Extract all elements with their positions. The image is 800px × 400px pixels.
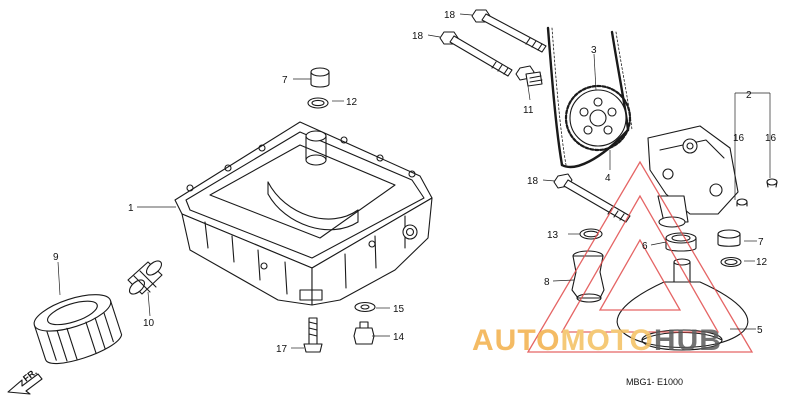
o-ring-12-top bbox=[307, 97, 329, 109]
watermark-hub: HUB bbox=[654, 324, 722, 357]
dowel-pin-16-a bbox=[736, 198, 748, 207]
callout-17: 17 bbox=[276, 344, 288, 355]
cap-7-top bbox=[310, 67, 330, 88]
collar-6 bbox=[665, 232, 697, 252]
callout-13: 13 bbox=[547, 230, 559, 241]
callout-8: 8 bbox=[544, 277, 550, 288]
oil-pipe-8 bbox=[571, 250, 605, 303]
oil-pump-chain bbox=[546, 26, 633, 169]
oil-pump-assembly bbox=[647, 125, 739, 228]
drain-bolt-14 bbox=[353, 321, 375, 345]
watermark: AUTOMOTOHUB bbox=[472, 160, 754, 357]
bolt-11 bbox=[515, 65, 543, 87]
callout-15: 15 bbox=[393, 304, 405, 315]
watermark-text: AUTOMOTOHUB bbox=[472, 324, 722, 357]
o-ring-13 bbox=[579, 228, 603, 240]
watermark-auto: AUTO bbox=[472, 324, 560, 357]
oil-filter bbox=[33, 294, 123, 365]
callout-16-b: 16 bbox=[765, 133, 777, 144]
oil-pump-sprocket bbox=[564, 84, 632, 152]
oil-pan bbox=[174, 121, 433, 306]
watermark-triangle-core bbox=[598, 238, 682, 311]
front-direction-arrow: FR. bbox=[7, 367, 43, 395]
callout-5: 5 bbox=[757, 325, 763, 336]
watermark-triangle-inner bbox=[560, 194, 720, 333]
callout-4: 4 bbox=[605, 173, 611, 184]
sealing-washer-15 bbox=[354, 301, 376, 313]
callout-7-right: 7 bbox=[758, 237, 764, 248]
o-ring-12-right bbox=[720, 256, 742, 268]
long-bolt-18-a bbox=[471, 9, 547, 53]
cap-7-right bbox=[717, 229, 741, 247]
callout-2: 2 bbox=[746, 90, 752, 101]
callout-7-top: 7 bbox=[282, 75, 288, 86]
callout-14: 14 bbox=[393, 332, 405, 343]
callout-1: 1 bbox=[128, 203, 134, 214]
callout-labels: 1 2 3 4 5 6 7 7 8 9 10 11 12 12 13 14 15… bbox=[53, 10, 777, 355]
drawing-code: MBG1- E1000 bbox=[626, 377, 683, 387]
callout-9: 9 bbox=[53, 252, 59, 263]
drain-bolt-17 bbox=[303, 317, 323, 353]
callout-12-top: 12 bbox=[346, 97, 358, 108]
callout-6: 6 bbox=[642, 241, 648, 252]
long-bolt-18-b bbox=[439, 31, 513, 77]
callout-18-a: 18 bbox=[444, 10, 456, 21]
callout-3: 3 bbox=[591, 45, 597, 56]
dowel-pin-16-b bbox=[766, 178, 778, 188]
oil-pipe-nipple bbox=[127, 260, 163, 295]
long-bolt-18-c bbox=[553, 173, 631, 223]
callout-18-c: 18 bbox=[527, 176, 539, 187]
callout-11: 11 bbox=[523, 105, 534, 116]
callout-16-a: 16 bbox=[733, 133, 745, 144]
watermark-triangle-outer bbox=[526, 160, 754, 353]
callout-18-b: 18 bbox=[412, 31, 424, 42]
leader-lines bbox=[57, 13, 771, 349]
watermark-moto: MOTO bbox=[560, 324, 653, 357]
callout-12-right: 12 bbox=[756, 257, 768, 268]
callout-10: 10 bbox=[143, 318, 155, 329]
